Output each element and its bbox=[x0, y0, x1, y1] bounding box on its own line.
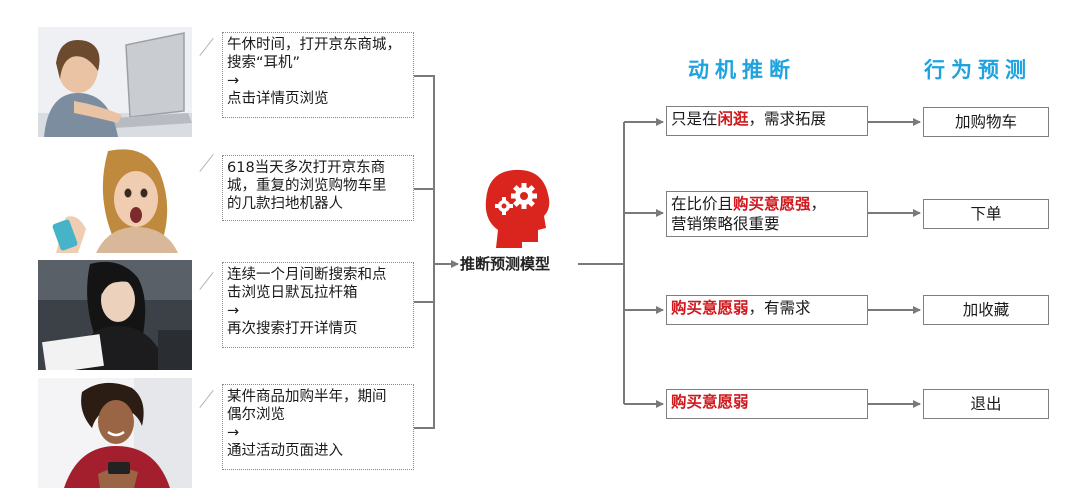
scenario-line: 点击详情页浏览 bbox=[227, 91, 329, 107]
emphasis-text: 购买意愿弱 bbox=[671, 299, 749, 317]
arrow-glyph: → bbox=[227, 73, 240, 89]
smiling-woman-with-phone-photo bbox=[38, 378, 192, 488]
scenario-line: 击浏览日默瓦拉杆箱 bbox=[227, 285, 358, 301]
motive-text: ，需求拓展 bbox=[748, 110, 827, 128]
motive-text: 在比价且 bbox=[671, 195, 734, 213]
scenario-line: 偶尔浏览 bbox=[227, 407, 285, 423]
motive-box-4: 购买意愿弱 bbox=[666, 389, 868, 419]
head-with-gears-icon bbox=[485, 169, 550, 248]
scenario-box-3: 连续一个月间断搜索和点 击浏览日默瓦拉杆箱 → 再次搜索打开详情页 bbox=[222, 262, 414, 348]
outcome-add-favorite: 加收藏 bbox=[923, 295, 1049, 325]
model-label: 推断预测模型 bbox=[460, 255, 551, 273]
scenario-box-4: 某件商品加购半年，期间 偶尔浏览 → 通过活动页面进入 bbox=[222, 384, 414, 470]
motive-box-1: 只是在闲逛，需求拓展 bbox=[666, 106, 868, 136]
scenario-line: 的几款扫地机器人 bbox=[227, 196, 343, 212]
motive-text: 只是在 bbox=[671, 110, 718, 128]
scenario-box-1: 午休时间，打开京东商城， 搜索“耳机” → 点击详情页浏览 bbox=[222, 32, 414, 118]
scenario-line: 某件商品加购半年，期间 bbox=[227, 389, 387, 405]
motive-box-3: 购买意愿弱，有需求 bbox=[666, 295, 868, 325]
motive-line: 在比价且购买意愿强， bbox=[671, 194, 863, 214]
arrow-glyph: → bbox=[227, 425, 240, 441]
motive-inference-header: 动机推断 bbox=[688, 58, 796, 82]
scenario-line: 连续一个月间断搜索和点 bbox=[227, 267, 387, 283]
emphasis-text: 购买意愿强 bbox=[733, 195, 811, 213]
surprised-woman-with-phone-photo bbox=[38, 143, 192, 253]
outcome-add-to-cart: 加购物车 bbox=[923, 107, 1049, 137]
motive-line: 购买意愿弱 bbox=[671, 392, 863, 412]
motive-line: 只是在闲逛，需求拓展 bbox=[671, 109, 863, 129]
woman-reading-document-photo bbox=[38, 260, 192, 370]
emphasis-text: 闲逛 bbox=[717, 110, 749, 128]
motive-text: ， bbox=[810, 195, 827, 213]
arrow-glyph: → bbox=[227, 303, 240, 319]
behavior-prediction-header: 行为预测 bbox=[924, 58, 1032, 82]
scenario-line: 午休时间，打开京东商城， bbox=[227, 37, 401, 53]
scenario-line: 搜索“耳机” bbox=[227, 55, 301, 71]
motive-text: 营销策略很重要 bbox=[671, 215, 780, 233]
motive-line: 营销策略很重要 bbox=[671, 214, 863, 234]
outcome-place-order: 下单 bbox=[923, 199, 1049, 229]
motive-line: 购买意愿弱，有需求 bbox=[671, 298, 863, 318]
motive-box-2: 在比价且购买意愿强，营销策略很重要 bbox=[666, 191, 868, 237]
scenario-line: 城，重复的浏览购物车里 bbox=[227, 178, 387, 194]
motive-text: ，有需求 bbox=[748, 299, 811, 317]
outcome-exit: 退出 bbox=[923, 389, 1049, 419]
scenario-line: 通过活动页面进入 bbox=[227, 443, 343, 459]
emphasis-text: 购买意愿弱 bbox=[671, 393, 749, 411]
scenario-line: 再次搜索打开详情页 bbox=[227, 321, 358, 337]
scenario-box-2: 618当天多次打开京东商 城，重复的浏览购物车里 的几款扫地机器人 bbox=[222, 155, 414, 221]
woman-at-laptop-photo bbox=[38, 27, 192, 137]
scenario-line: 618当天多次打开京东商 bbox=[227, 160, 386, 176]
